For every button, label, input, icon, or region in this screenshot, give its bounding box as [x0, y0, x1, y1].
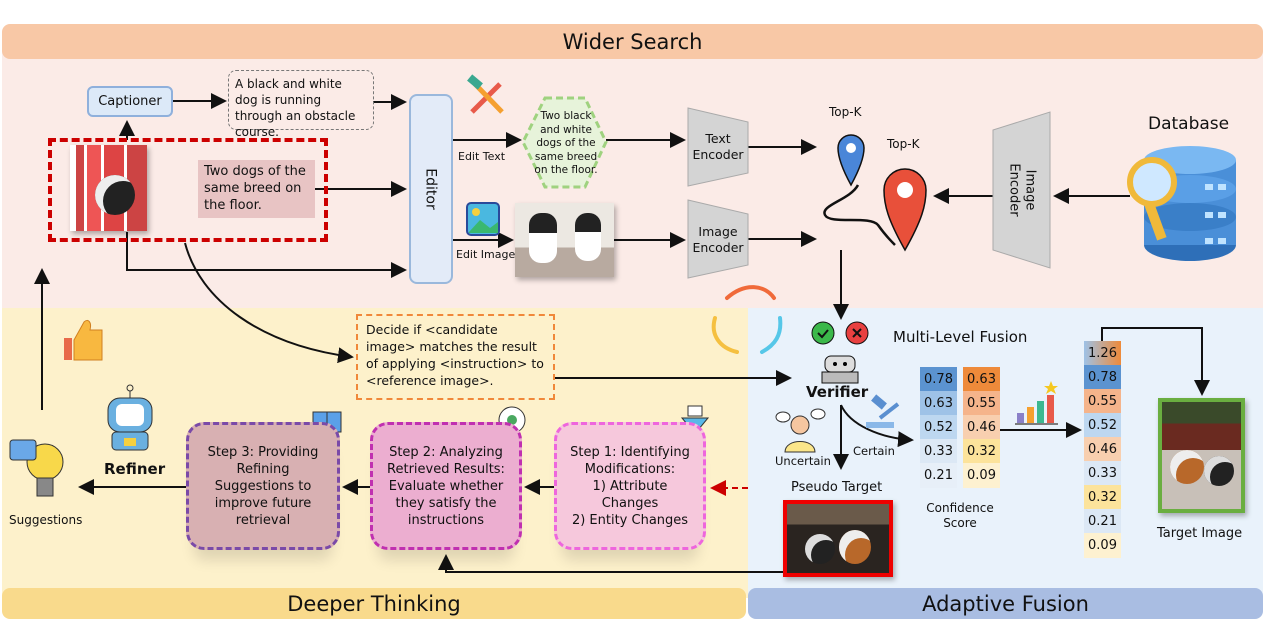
fused-score-cell: 0.78	[1084, 365, 1121, 390]
wider-search-banner: Wider Search	[2, 24, 1263, 59]
verification-prompt: Decide if <candidate image> matches the …	[356, 314, 555, 400]
target-image-label: Target Image	[1157, 526, 1243, 541]
step2-box: Step 2: Analyzing Retrieved Results: Eva…	[370, 422, 522, 550]
image-score-cell: 0.55	[963, 391, 1000, 416]
fused-score-cell: 0.55	[1084, 389, 1121, 414]
edited-image	[515, 203, 614, 277]
text-score-cell: 0.63	[920, 391, 957, 416]
step1-title: Step 1: Identifying Modifications:	[570, 444, 690, 477]
image-score-cell: 0.46	[963, 415, 1000, 440]
step3-box: Step 3: Providing Refining Suggestions t…	[186, 422, 340, 550]
fused-score-cell: 0.09	[1084, 533, 1121, 558]
fused-score-cell: 0.46	[1084, 437, 1121, 462]
captioner-box: Captioner	[87, 86, 173, 117]
deeper-thinking-banner: Deeper Thinking	[2, 588, 746, 619]
step1-box: Step 1: Identifying Modifications: 1) At…	[554, 422, 706, 550]
image-score-cell: 0.09	[963, 463, 1000, 488]
multi-level-fusion-label: Multi-Level Fusion	[893, 328, 1028, 346]
image-score-cell: 0.63	[963, 367, 1000, 392]
editor-label: Editor	[423, 168, 439, 210]
reference-query-box	[48, 138, 328, 242]
adaptive-fusion-banner: Adaptive Fusion	[748, 588, 1263, 619]
topk-label-text: Top-K	[829, 105, 862, 119]
fused-score-cell: 0.32	[1084, 485, 1121, 510]
suggestions-label: Suggestions	[9, 513, 83, 527]
image-encoder: Image Encoder	[692, 224, 744, 255]
pseudo-target-label: Pseudo Target	[791, 480, 883, 495]
fused-score-cell: 0.21	[1084, 509, 1121, 534]
text-score-cell: 0.21	[920, 463, 957, 488]
edit-text-label: Edit Text	[458, 150, 506, 163]
text-encoder: Text Encoder	[692, 131, 744, 162]
text-score-cell: 0.52	[920, 415, 957, 440]
database-image-encoder-label: Image Encoder	[1006, 163, 1038, 217]
verifier-label: Verifier	[806, 383, 869, 401]
text-score-cell: 0.33	[920, 439, 957, 464]
editor-block: Editor	[409, 94, 453, 284]
step1-entity: 2) Entity Changes	[571, 512, 689, 528]
topk-label-image: Top-K	[887, 137, 920, 151]
fused-score-cell: 0.52	[1084, 413, 1121, 438]
refiner-label: Refiner	[104, 460, 166, 478]
generated-caption: A black and white dog is running through…	[228, 70, 374, 139]
reference-image	[70, 145, 147, 231]
edited-caption: Two black and white dogs of the same bre…	[534, 110, 598, 176]
edit-image-label: Edit Image	[456, 248, 516, 261]
fused-score-cell: 1.26	[1084, 341, 1121, 366]
modification-instruction: Two dogs of the same breed on the floor.	[198, 160, 315, 218]
image-score-cell: 0.32	[963, 439, 1000, 464]
uncertain-label: Uncertain	[775, 454, 831, 468]
certain-label: Certain	[853, 444, 895, 458]
text-score-cell: 0.78	[920, 367, 957, 392]
database-image-encoder: Image Encoder	[993, 112, 1050, 268]
confidence-score-label: Confidence Score	[926, 501, 994, 530]
step1-attribute: 1) Attribute Changes	[592, 478, 668, 511]
pseudo-target-image	[783, 500, 893, 577]
database-label: Database	[1148, 114, 1230, 134]
target-image	[1158, 398, 1245, 513]
fused-score-cell: 0.33	[1084, 461, 1121, 486]
